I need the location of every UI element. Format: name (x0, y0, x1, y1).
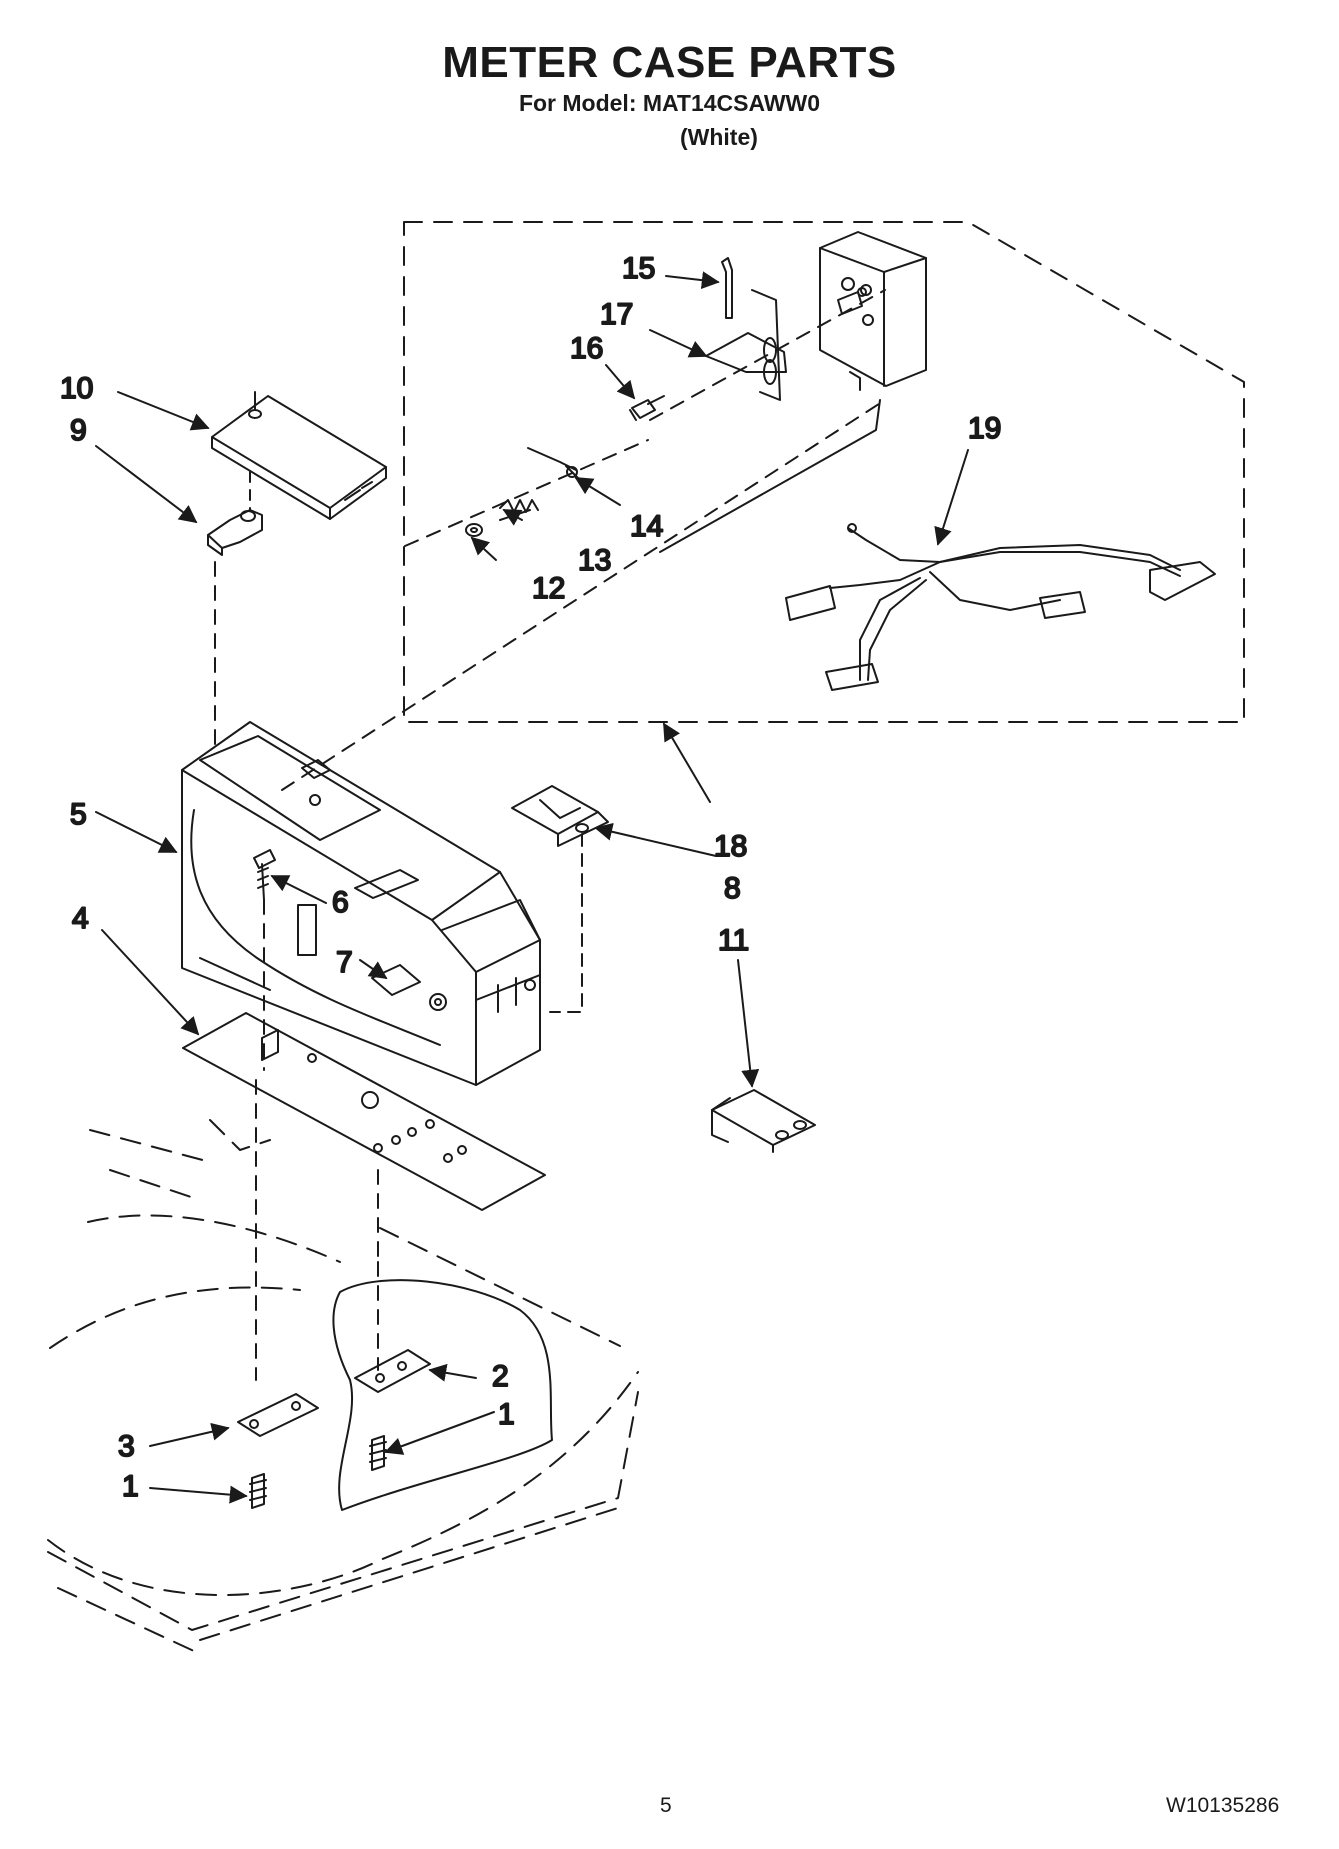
part-12-washer (465, 523, 483, 537)
callout-9: 9 (70, 414, 87, 447)
callout-3: 3 (118, 1430, 135, 1463)
part-14-shaft (527, 447, 579, 479)
callout-5: 5 (70, 798, 87, 831)
callout-1-upper: 1 (498, 1398, 515, 1431)
callout-4: 4 (72, 902, 89, 935)
model-line: For Model: MAT14CSAWW0 (518, 90, 821, 116)
color-note: (White) (680, 124, 758, 150)
cabinet-frame-outline (47, 1119, 639, 1653)
part-10-cover (211, 391, 387, 520)
subassembly-18-boundary (403, 221, 1245, 723)
meter-module (659, 231, 927, 553)
document-number: W10135286 (1166, 1794, 1280, 1817)
part-1-screw-lower (249, 1473, 267, 1509)
callout-7: 7 (336, 946, 353, 979)
callout-11: 11 (718, 924, 749, 957)
mounting-bracket-curve (332, 1279, 553, 1511)
callout-12: 12 (532, 572, 565, 605)
callout-14: 14 (630, 510, 663, 543)
assembly-centerlines (214, 289, 886, 1381)
part-9-bracket (207, 471, 263, 556)
part-11-bracket (711, 1089, 816, 1153)
callout-17: 17 (600, 298, 633, 331)
part-5-meter-case (181, 721, 541, 1086)
callout-19: 19 (968, 412, 1001, 445)
part-6-screw (253, 849, 276, 901)
page-number: 5 (660, 1794, 672, 1817)
part-19-wire-harness (785, 523, 1216, 691)
part-1-screw-upper (369, 1435, 387, 1471)
part-8-bracket (511, 785, 609, 1013)
callout-8: 8 (724, 872, 741, 905)
part-17-bracket (705, 289, 787, 401)
part-2-strap (354, 1349, 431, 1393)
part-16-screw (629, 395, 665, 421)
page-title: METER CASE PARTS (442, 38, 897, 87)
callout-10: 10 (60, 372, 93, 405)
callout-6: 6 (332, 886, 349, 919)
callout-2: 2 (492, 1360, 509, 1393)
callout-leaders (95, 271, 969, 1504)
part-3-strap (237, 1393, 319, 1437)
part-7-clip (371, 964, 447, 1011)
part-15-pin (721, 257, 733, 319)
callout-18: 18 (714, 830, 747, 863)
callout-16: 16 (570, 332, 603, 365)
callout-1-lower: 1 (122, 1470, 139, 1503)
callout-13: 13 (578, 544, 611, 577)
callout-15: 15 (622, 252, 655, 285)
part-4-plate (182, 1012, 546, 1211)
